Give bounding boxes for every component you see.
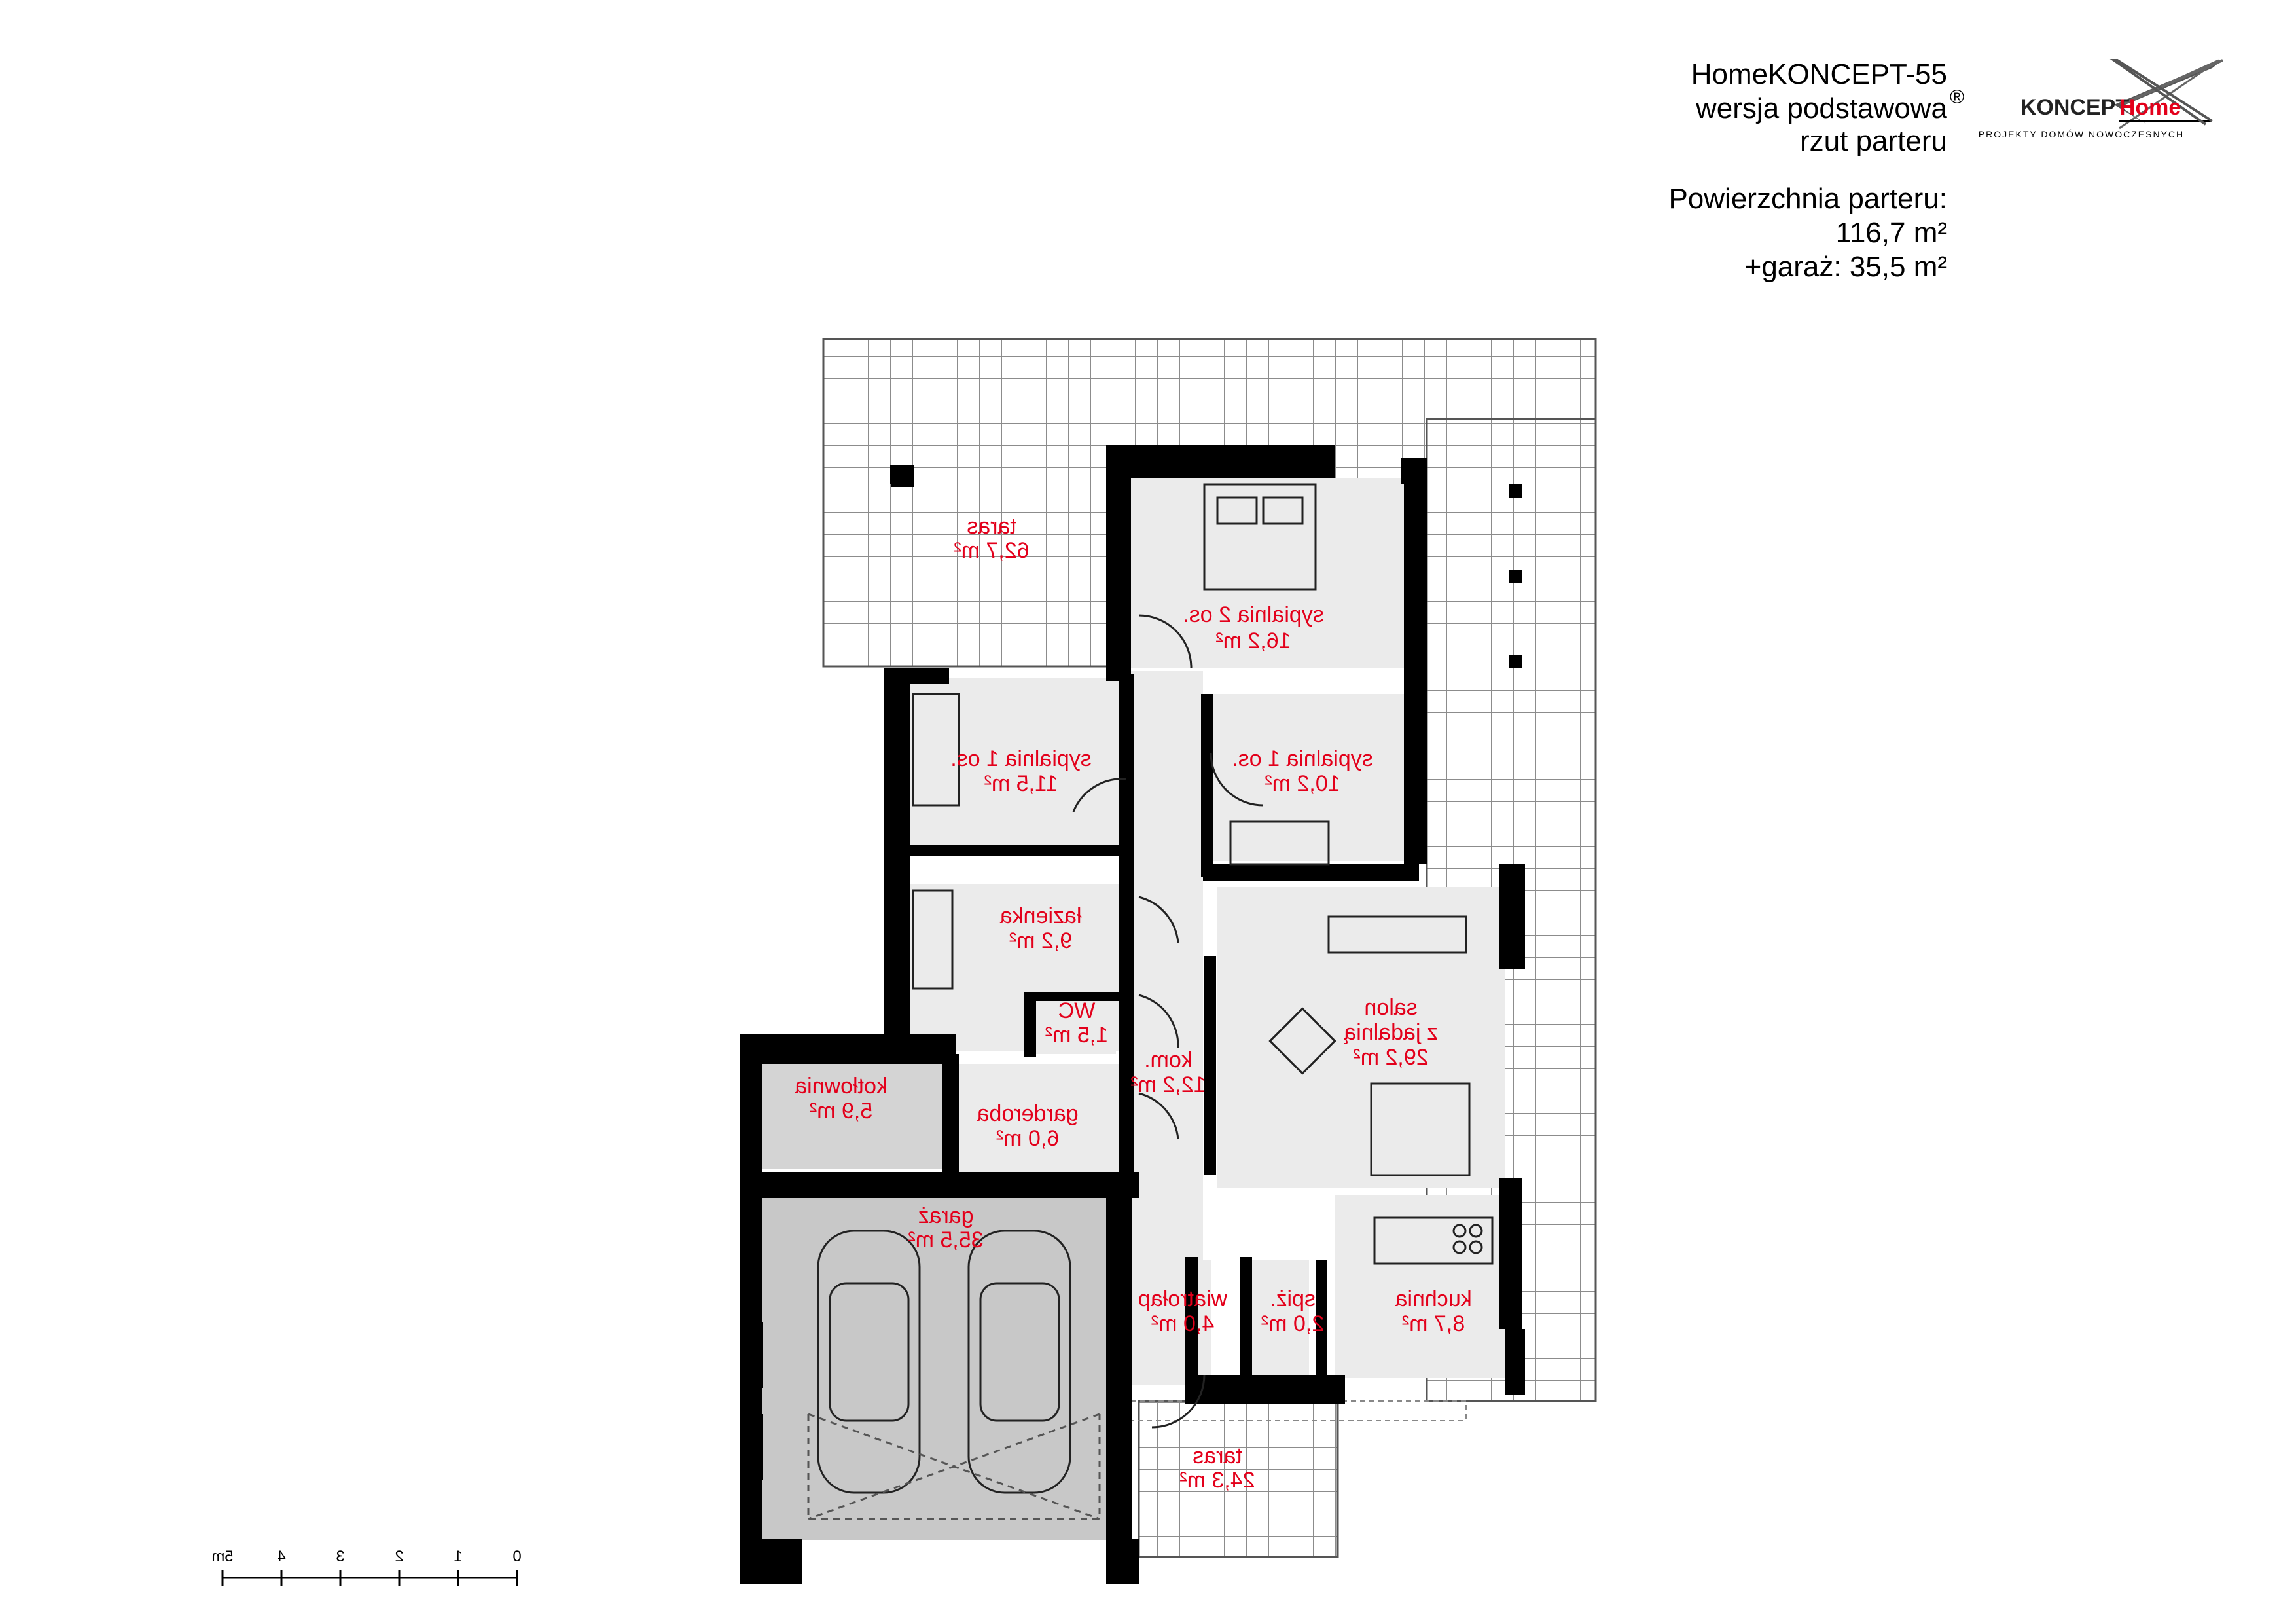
- svg-text:10,2 m²: 10,2 m²: [1265, 771, 1340, 796]
- stove-burner-icon: [1452, 1224, 1467, 1238]
- walls: [740, 445, 1525, 1584]
- garage-area: +garaż: 35,5 m²: [1745, 251, 1947, 283]
- logo-brand-home: Home: [2119, 95, 2181, 120]
- scale-bar: 0 1 2 3 4 5m: [211, 1548, 522, 1586]
- double-bed-icon: [1203, 483, 1317, 591]
- area-value: 116,7 m²: [1836, 217, 1947, 249]
- label-garaz: garaż 35,5 m²: [908, 1203, 983, 1252]
- svg-text:35,5 m²: 35,5 m²: [908, 1228, 983, 1252]
- svg-text:6,0 m²: 6,0 m²: [996, 1126, 1059, 1151]
- armchair-icon: [1268, 1007, 1336, 1075]
- svg-text:sypialnia 1 os.: sypialnia 1 os.: [950, 746, 1091, 771]
- svg-text:5,9 m²: 5,9 m²: [810, 1099, 872, 1123]
- plan-type: rzut parteru: [1800, 125, 1947, 157]
- label-lazienka: łazienka 9,2 m²: [1000, 903, 1082, 953]
- scale-tick-0: 0: [512, 1548, 521, 1565]
- label-taras-top: taras 62,7 m²: [954, 514, 1029, 563]
- svg-text:2,0 m²: 2,0 m²: [1261, 1311, 1324, 1336]
- svg-text:12,2 m²: 12,2 m²: [1130, 1072, 1206, 1097]
- svg-text:4,0 m²: 4,0 m²: [1151, 1311, 1214, 1336]
- room-labels: taras 62,7 m² sypialnia 2 os. 16,2 m² sy…: [795, 514, 1472, 1493]
- svg-text:spiż.: spiż.: [1270, 1286, 1316, 1311]
- svg-text:sypialnia 1 os.: sypialnia 1 os.: [1232, 746, 1372, 771]
- svg-text:garaż: garaż: [918, 1203, 973, 1228]
- svg-text:łazienka: łazienka: [1000, 903, 1082, 928]
- svg-text:16,2 m²: 16,2 m²: [1215, 629, 1291, 653]
- scale-tick-5m: 5m: [211, 1548, 233, 1565]
- kitchen-counter-icon: [1373, 1216, 1494, 1265]
- svg-text:kuchnia: kuchnia: [1395, 1286, 1471, 1311]
- logo-registered-mark: ®: [1950, 86, 1964, 108]
- svg-text:taras: taras: [967, 514, 1016, 539]
- label-sypialnia-2os: sypialnia 2 os. 16,2 m²: [1183, 602, 1323, 653]
- dining-table-icon: [1370, 1082, 1471, 1176]
- label-wiatrolap: wiatrołap 4,0 m²: [1138, 1286, 1228, 1336]
- logo-tagline: PROJEKTY DOMÓW NOWOCZESNYCH: [1979, 129, 2184, 139]
- svg-text:z jadalnią: z jadalnią: [1344, 1020, 1438, 1045]
- label-kotlownia: kotłownia 5,9 m²: [795, 1074, 888, 1123]
- label-sypialnia-1os-left: sypialnia 1 os. 11,5 m²: [950, 746, 1091, 796]
- svg-text:sypialnia 2 os.: sypialnia 2 os.: [1183, 602, 1323, 627]
- svg-text:62,7 m²: 62,7 m²: [954, 538, 1029, 563]
- label-garderoba: garderoba 6,0 m²: [977, 1101, 1078, 1151]
- logo-brand-koncept: KONCEPT: [2020, 95, 2129, 120]
- label-wc: WC 1,5 m²: [1045, 998, 1108, 1048]
- svg-text:salon: salon: [1364, 995, 1417, 1020]
- furniture: [807, 483, 1494, 1520]
- svg-text:9,2 m²: 9,2 m²: [1009, 928, 1072, 953]
- scale-tick-1: 1: [454, 1548, 462, 1565]
- svg-text:24,3 m²: 24,3 m²: [1179, 1468, 1255, 1493]
- header-title-block: HomeKONCEPT-55 wersja podstawowa rzut pa…: [1668, 58, 1947, 283]
- area-label: Powierzchnia parteru:: [1668, 183, 1947, 215]
- svg-text:WC: WC: [1058, 998, 1096, 1023]
- car-left-icon: [817, 1230, 921, 1494]
- single-bed-icon-2: [1229, 820, 1330, 866]
- bathtub-icon: [912, 889, 954, 990]
- label-spiz: spiż. 2,0 m²: [1261, 1286, 1324, 1336]
- svg-text:8,7 m²: 8,7 m²: [1402, 1311, 1465, 1336]
- label-kom: kom. 12,2 m²: [1130, 1048, 1206, 1097]
- project-variant: wersja podstawowa: [1695, 92, 1947, 124]
- svg-text:29,2 m²: 29,2 m²: [1353, 1045, 1428, 1070]
- company-logo: KONCEPT Home ® PROJEKTY DOMÓW NOWOCZESNY…: [1950, 59, 2223, 139]
- label-sypialnia-1os-right: sypialnia 1 os. 10,2 m²: [1232, 746, 1372, 796]
- project-name: HomeKONCEPT-55: [1691, 58, 1947, 90]
- svg-text:11,5 m²: 11,5 m²: [984, 771, 1058, 796]
- svg-text:taras: taras: [1193, 1444, 1242, 1468]
- door-swing: [1138, 614, 1193, 668]
- sofa-icon: [1327, 915, 1467, 954]
- svg-text:wiatrołap: wiatrołap: [1138, 1286, 1228, 1311]
- scale-tick-4: 4: [277, 1548, 285, 1565]
- car-right-icon: [967, 1230, 1071, 1494]
- svg-text:kotłownia: kotłownia: [795, 1074, 888, 1099]
- label-taras-bottom: taras 24,3 m²: [1179, 1444, 1255, 1493]
- svg-text:garderoba: garderoba: [977, 1101, 1078, 1126]
- svg-text:1,5 m²: 1,5 m²: [1045, 1023, 1108, 1048]
- label-kuchnia: kuchnia 8,7 m²: [1395, 1286, 1471, 1336]
- single-bed-icon: [912, 693, 960, 807]
- scale-tick-3: 3: [336, 1548, 344, 1565]
- scale-tick-2: 2: [395, 1548, 403, 1565]
- svg-text:kom.: kom.: [1144, 1048, 1193, 1072]
- room-fills: [759, 478, 1505, 1540]
- label-salon: salon z jadalnią 29,2 m²: [1344, 995, 1438, 1070]
